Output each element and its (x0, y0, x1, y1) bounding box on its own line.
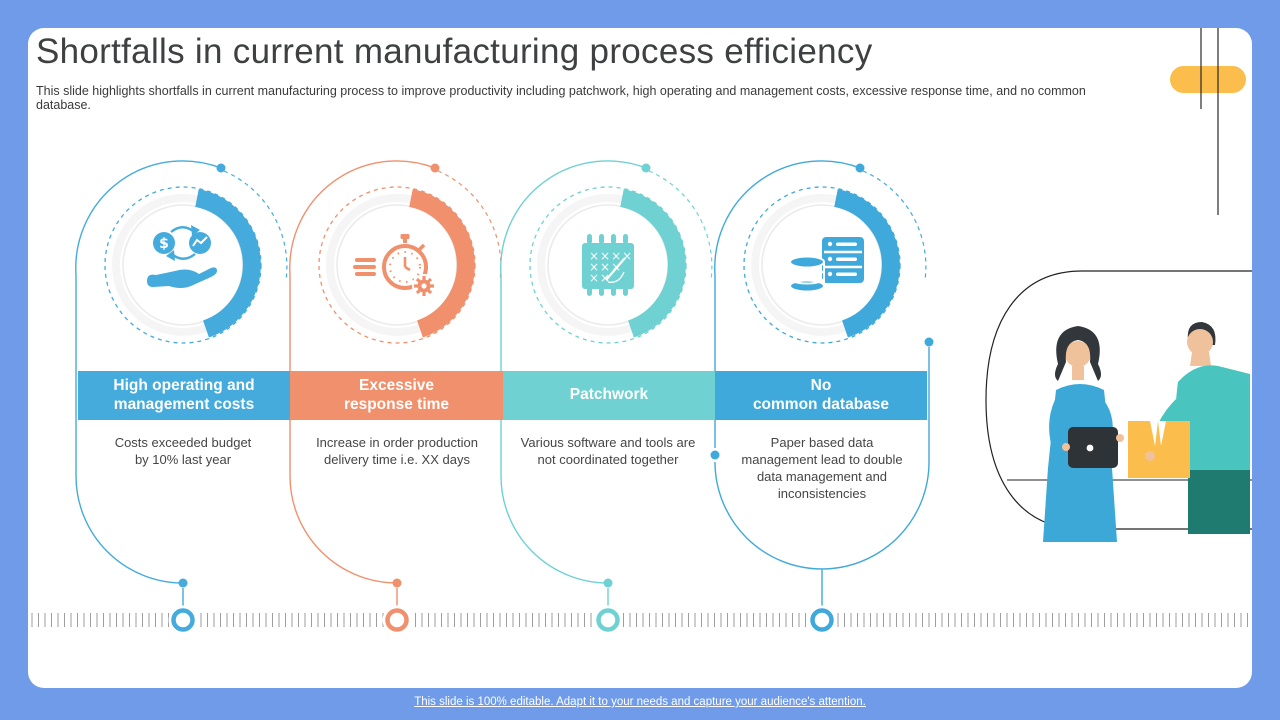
label-line: common database (752, 395, 890, 413)
page-title: Shortfalls in current manufacturing proc… (36, 32, 873, 71)
timeline-marker (385, 608, 409, 632)
section-label-high-operating-costs: High operating and management costs (78, 371, 290, 420)
speed-stopwatch-icon (353, 234, 436, 298)
two-people-package-handover (985, 270, 1252, 542)
section-description: Costs exceeded budget by 10% last year (114, 435, 252, 468)
slide-card: $ ×××× ××× ×× (28, 28, 1252, 688)
section-description: Increase in order production delivery ti… (316, 435, 478, 468)
timeline-marker (810, 608, 834, 632)
svg-text:$: $ (159, 236, 169, 252)
patchwork-stitch-icon: ×××× ××× ×× (582, 234, 634, 296)
footer-note: This slide is 100% editable. Adapt it to… (414, 696, 866, 708)
page-subtitle: This slide highlights shortfalls in curr… (36, 84, 1086, 112)
label-line: High operating and (113, 376, 255, 394)
database-server-icon (789, 237, 864, 293)
section-label-no-common-database: No common database (715, 371, 927, 420)
timeline-marker (596, 608, 620, 632)
timeline-marker (171, 608, 195, 632)
section-description: Paper based data management lead to doub… (741, 435, 903, 502)
svg-text:××: ×× (589, 271, 611, 285)
section-label-excessive-response-time: Excessive response time (290, 371, 503, 420)
label-line: response time (343, 395, 450, 413)
svg-text:××××: ×××× (589, 249, 633, 263)
label-line: Excessive (359, 376, 434, 394)
money-exchange-hand-icon: $ (147, 225, 217, 288)
label-line: management costs (113, 395, 255, 413)
decorations-layer: $ ×××× ××× ×× (31, 28, 1252, 635)
label-line: No (810, 376, 832, 394)
section-description: Various software and tools are not coord… (520, 435, 696, 468)
accent-pill (1170, 66, 1246, 93)
label-line: Patchwork (569, 386, 649, 404)
section-label-patchwork: Patchwork (503, 371, 715, 420)
